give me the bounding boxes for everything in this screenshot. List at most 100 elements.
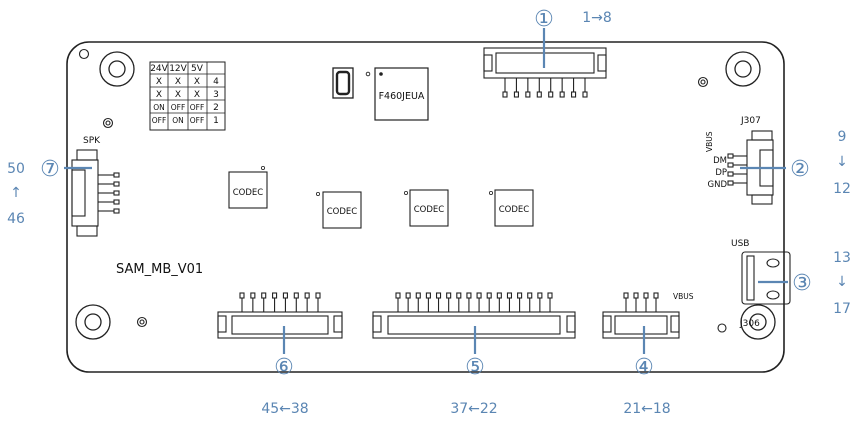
connector-pin: [727, 162, 734, 168]
connector-pin: [261, 292, 267, 299]
callout-1: ①: [534, 7, 554, 32]
mounting-hole-bottom-right: [740, 304, 776, 340]
connector-1: [483, 47, 607, 98]
range-3-bottom: 17: [833, 301, 851, 317]
codec-chip: CODEC: [488, 189, 534, 227]
connector-pin: [536, 91, 542, 98]
codec-chip: CODEC: [315, 191, 362, 229]
connector-pin: [517, 292, 523, 299]
connector-pin: [506, 292, 513, 299]
table-header-5v: 5V: [191, 64, 204, 74]
connector-pin: [582, 91, 588, 98]
range-1: 1→8: [582, 10, 612, 26]
connector-pin: [643, 292, 649, 299]
connector-pin: [466, 292, 472, 299]
table-cell: 4: [213, 77, 219, 87]
table-cell: X: [175, 77, 181, 87]
callout-3: ③: [792, 271, 812, 296]
range-2-top: 9: [838, 129, 847, 145]
range-2-bottom: 12: [833, 181, 851, 197]
connector-pin: [425, 292, 431, 299]
connector-pin: [476, 292, 482, 299]
range-4: 21←18: [623, 401, 670, 417]
connector-pin: [727, 153, 734, 159]
table-cell: X: [194, 90, 200, 100]
connector-pin: [486, 292, 492, 299]
j306-label: J306: [739, 319, 760, 329]
range-7-top: 50: [7, 161, 25, 177]
usb-pin-dp: DP: [715, 168, 727, 178]
connector-pin: [513, 91, 519, 98]
connector-pin: [315, 292, 321, 299]
connector-pin: [435, 292, 442, 299]
connector-7: [71, 149, 120, 237]
table-cell: OFF: [171, 103, 186, 112]
pcb-outline: [66, 41, 785, 373]
codec-label: CODEC: [327, 207, 358, 217]
table-cell: X: [194, 77, 200, 87]
connector-pin: [547, 292, 553, 299]
crystal-component: [332, 67, 371, 99]
table-header-24v: 24V: [150, 64, 168, 74]
callout-5: ⑤: [465, 355, 485, 380]
connector-pin: [727, 171, 734, 177]
table-header-12v: 12V: [169, 64, 187, 74]
connector-pin: [727, 180, 734, 186]
spk-label: SPK: [83, 136, 101, 146]
connector-pin: [446, 292, 452, 299]
connector-pin: [415, 292, 421, 299]
table-cell: X: [156, 90, 162, 100]
usb-label: USB: [731, 239, 749, 249]
mcu-chip: F460JEUA: [374, 67, 429, 121]
connector-pin: [113, 199, 120, 205]
connector-pin: [113, 208, 120, 214]
connector-pin: [537, 292, 543, 299]
callout-7: ⑦: [40, 157, 60, 182]
table-cell: ON: [172, 116, 184, 125]
connector-4: [602, 292, 680, 339]
range-6: 45←38: [261, 401, 308, 417]
connector-pin: [293, 292, 299, 299]
connector-pin: [525, 91, 531, 98]
connector-pin: [113, 172, 120, 178]
connector-pin: [559, 91, 565, 98]
connector-6: [217, 292, 343, 339]
usb-pin-gnd: GND: [708, 180, 728, 190]
connector-pin: [282, 292, 288, 299]
voltage-table: 24V 12V 5V X X X 4 X X X 3 ON OFF OFF OF…: [149, 61, 226, 131]
codec-label: CODEC: [499, 205, 530, 215]
usb-pin-vbus: VBUS: [705, 131, 714, 152]
codec-chip: CODEC: [403, 189, 449, 227]
table-cell: X: [156, 77, 162, 87]
connector-pin: [113, 181, 120, 187]
j307-label: J307: [740, 116, 761, 126]
mounting-hole-top-right: [725, 51, 761, 87]
connector-pin: [456, 292, 462, 299]
usb-pin-dm: DM: [713, 156, 727, 166]
table-cell: 3: [213, 90, 219, 100]
table-cell: OFF: [190, 116, 205, 125]
callout-6: ⑥: [274, 355, 294, 380]
connector-pin: [250, 292, 256, 299]
connector-pin: [395, 292, 401, 299]
connector-pin: [496, 292, 502, 299]
connector-pin: [548, 91, 554, 98]
connector-pin: [405, 292, 411, 299]
callout-leaders: [64, 28, 788, 354]
table-cell: OFF: [190, 103, 205, 112]
small-vias: [78, 48, 727, 333]
range-7-bottom: 46: [7, 211, 25, 227]
connector-pin: [653, 292, 659, 299]
vbus-label: VBUS: [673, 292, 694, 301]
callout-4: ④: [634, 355, 654, 380]
codec-label: CODEC: [414, 205, 445, 215]
connector-pin: [623, 292, 629, 299]
table-cell: 1: [213, 116, 219, 126]
table-cell: 2: [213, 103, 219, 113]
range-7-arrow: ↑: [10, 185, 22, 201]
table-cell: X: [175, 90, 181, 100]
range-2-arrow: ↓: [836, 154, 848, 170]
callout-2: ②: [790, 157, 810, 182]
